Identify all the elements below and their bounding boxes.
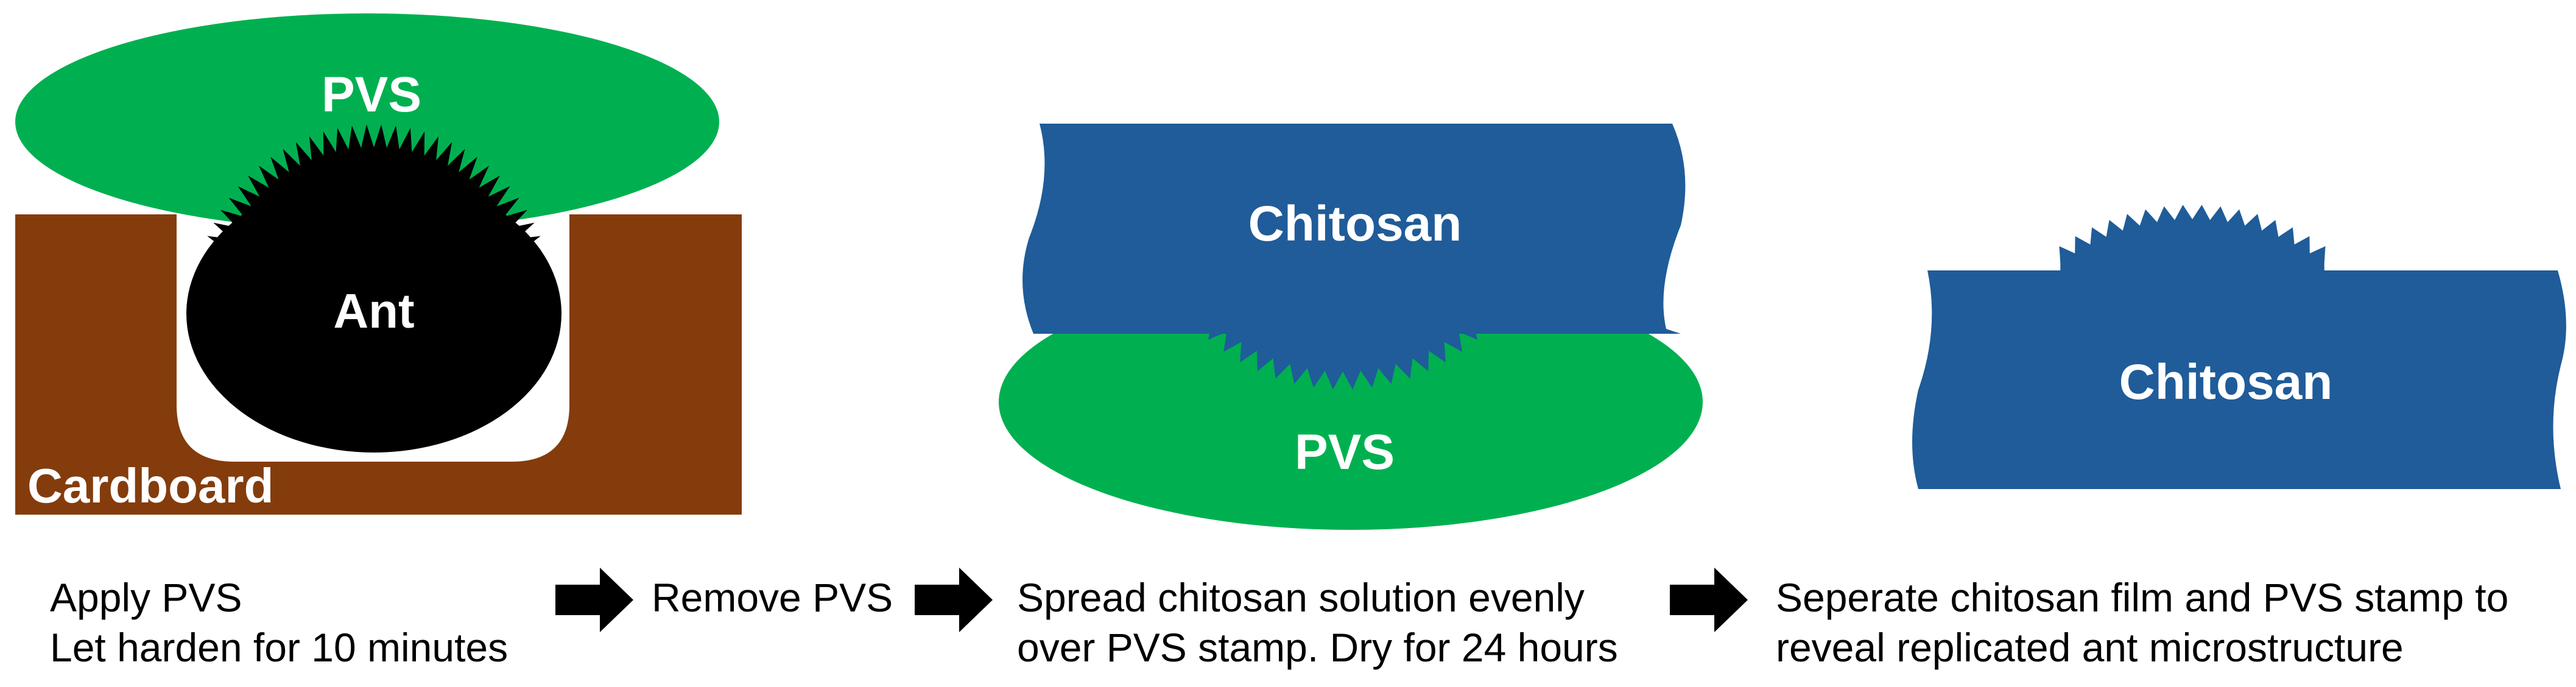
pvs-label-1: PVS xyxy=(322,67,421,122)
cardboard-block xyxy=(15,214,742,515)
step-2-line-1: Remove PVS xyxy=(652,575,893,620)
replicated-microstructure xyxy=(2059,205,2326,280)
ant-microstructure-edge xyxy=(207,124,541,341)
cardboard-label: Cardboard xyxy=(27,459,274,513)
pvs-stamp xyxy=(999,274,1703,530)
panel-replicated-film: Chitosan xyxy=(1912,205,2566,489)
chitosan-label-3: Chitosan xyxy=(2119,354,2333,410)
step-separate-film: Seperate chitosan film and PVS stamp to … xyxy=(1776,572,2508,672)
arrow-right-icon xyxy=(555,568,633,632)
pvs-label-2: PVS xyxy=(1295,425,1395,480)
chitosan-film xyxy=(1912,270,2566,489)
chitosan-layer xyxy=(1022,124,1686,334)
step-spread-chitosan: Spread chitosan solution evenly over PVS… xyxy=(1017,572,1618,672)
step-apply-pvs: Apply PVS Let harden for 10 minutes xyxy=(50,572,508,672)
step-4-line-1: Seperate chitosan film and PVS stamp to xyxy=(1776,575,2509,620)
chitosan-label-2: Chitosan xyxy=(1248,196,1462,252)
chitosan-microstructure-fill xyxy=(1160,262,1526,390)
step-3-line-2: over PVS stamp. Dry for 24 hours xyxy=(1017,625,1618,670)
ant-label: Ant xyxy=(333,284,414,338)
pvs-layer xyxy=(15,13,719,230)
arrow-right-icon xyxy=(1670,568,1748,632)
arrow-right-icon xyxy=(915,568,993,632)
step-3-line-1: Spread chitosan solution evenly xyxy=(1017,575,1585,620)
step-4-line-2: reveal replicated ant microstructure xyxy=(1776,625,2404,670)
panel-apply-pvs: PVS Ant Cardboard xyxy=(15,13,742,515)
step-1-line-1: Apply PVS xyxy=(50,575,242,620)
panel-chitosan-on-stamp: Chitosan PVS xyxy=(999,124,1703,530)
step-1-line-2: Let harden for 10 minutes xyxy=(50,625,509,670)
step-remove-pvs: Remove PVS xyxy=(652,572,893,622)
